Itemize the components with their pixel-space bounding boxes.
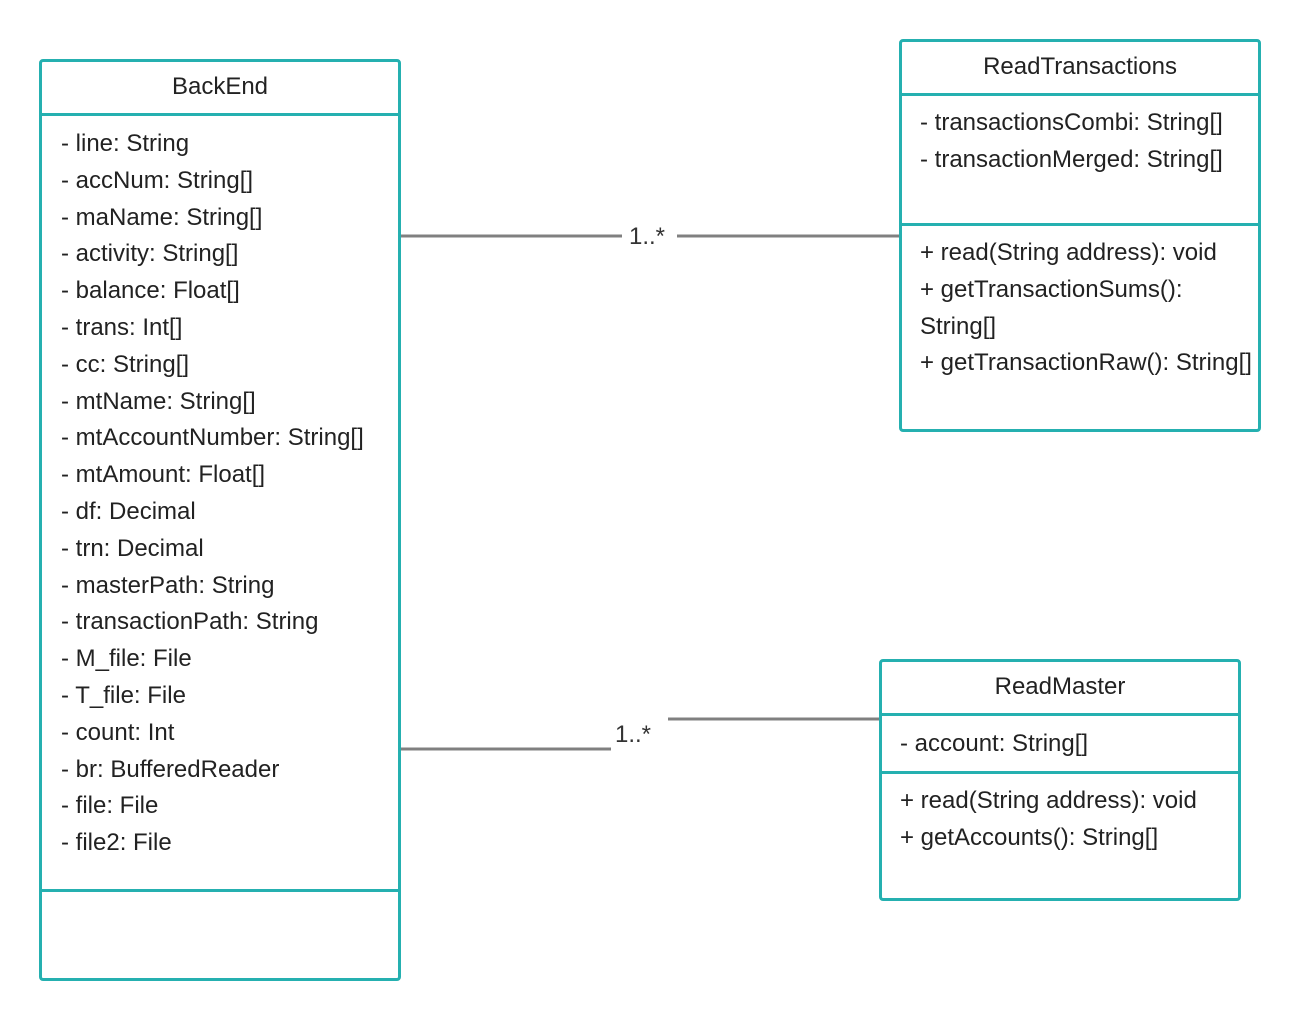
attribute-backend: - accNum: String[] (61, 166, 254, 194)
attribute-backend: - file: File (61, 792, 159, 820)
operation-readmaster: + read(String address): void (900, 787, 1197, 814)
multiplicity-label-readtransactions: 1..* (626, 223, 669, 251)
attribute-backend: - df: Decimal (61, 497, 196, 525)
attribute-backend: - activity: String[] (61, 240, 239, 268)
attribute-backend: - mtName: String[] (61, 387, 256, 415)
multiplicity-label-readmaster: 1..* (612, 721, 655, 749)
class-name-backend: BackEnd (42, 62, 398, 116)
attribute-backend: - trn: Decimal (61, 534, 204, 562)
attribute-backend: - masterPath: String (61, 571, 275, 599)
attribute-readmaster: - account: String[] (900, 730, 1089, 757)
class-name-readtransactions: ReadTransactions (902, 42, 1258, 96)
attribute-backend: - transactionPath: String (61, 608, 319, 636)
operation-readtransactions: + getTransactionSums(): String[] (920, 275, 1190, 340)
attributes-section-readtransactions: - transactionsCombi: String[] - transact… (902, 96, 1258, 226)
class-name-readmaster: ReadMaster (882, 662, 1238, 716)
attribute-backend: - M_file: File (61, 645, 192, 673)
attribute-readtransactions: - transactionMerged: String[] (920, 145, 1223, 173)
class-readmaster[interactable]: ReadMaster - account: String[] + read(St… (879, 659, 1241, 901)
operation-readmaster: + getAccounts(): String[] (900, 823, 1159, 851)
attribute-backend: - br: BufferedReader (61, 755, 280, 783)
attribute-backend: - mtAccountNumber: String[] (61, 424, 364, 452)
attributes-section-backend: - line: String - accNum: String[] - maNa… (42, 116, 398, 892)
attribute-backend: - count: Int (61, 718, 175, 746)
attribute-backend: - file2: File (61, 829, 172, 857)
attribute-backend: - maName: String[] (61, 203, 263, 231)
attribute-backend: - balance: Float[] (61, 277, 240, 305)
attribute-backend: - trans: Int[] (61, 313, 183, 341)
attributes-section-readmaster: - account: String[] (882, 716, 1238, 774)
operation-readtransactions: + read(String address): void (920, 239, 1217, 266)
attribute-readtransactions: - transactionsCombi: String[] (920, 109, 1223, 136)
operations-section-readmaster: + read(String address): void + getAccoun… (882, 774, 1238, 898)
attribute-backend: - line: String (61, 130, 190, 157)
operations-section-backend (42, 892, 398, 978)
operations-section-readtransactions: + read(String address): void + getTransa… (902, 226, 1258, 429)
attribute-backend: - cc: String[] (61, 350, 190, 378)
class-readtransactions[interactable]: ReadTransactions - transactionsCombi: St… (899, 39, 1261, 432)
attribute-backend: - mtAmount: Float[] (61, 461, 266, 489)
class-backend[interactable]: BackEnd - line: String - accNum: String[… (39, 59, 401, 981)
operation-readtransactions: + getTransactionRaw(): String[] (920, 349, 1252, 377)
attribute-backend: - T_file: File (61, 681, 186, 709)
